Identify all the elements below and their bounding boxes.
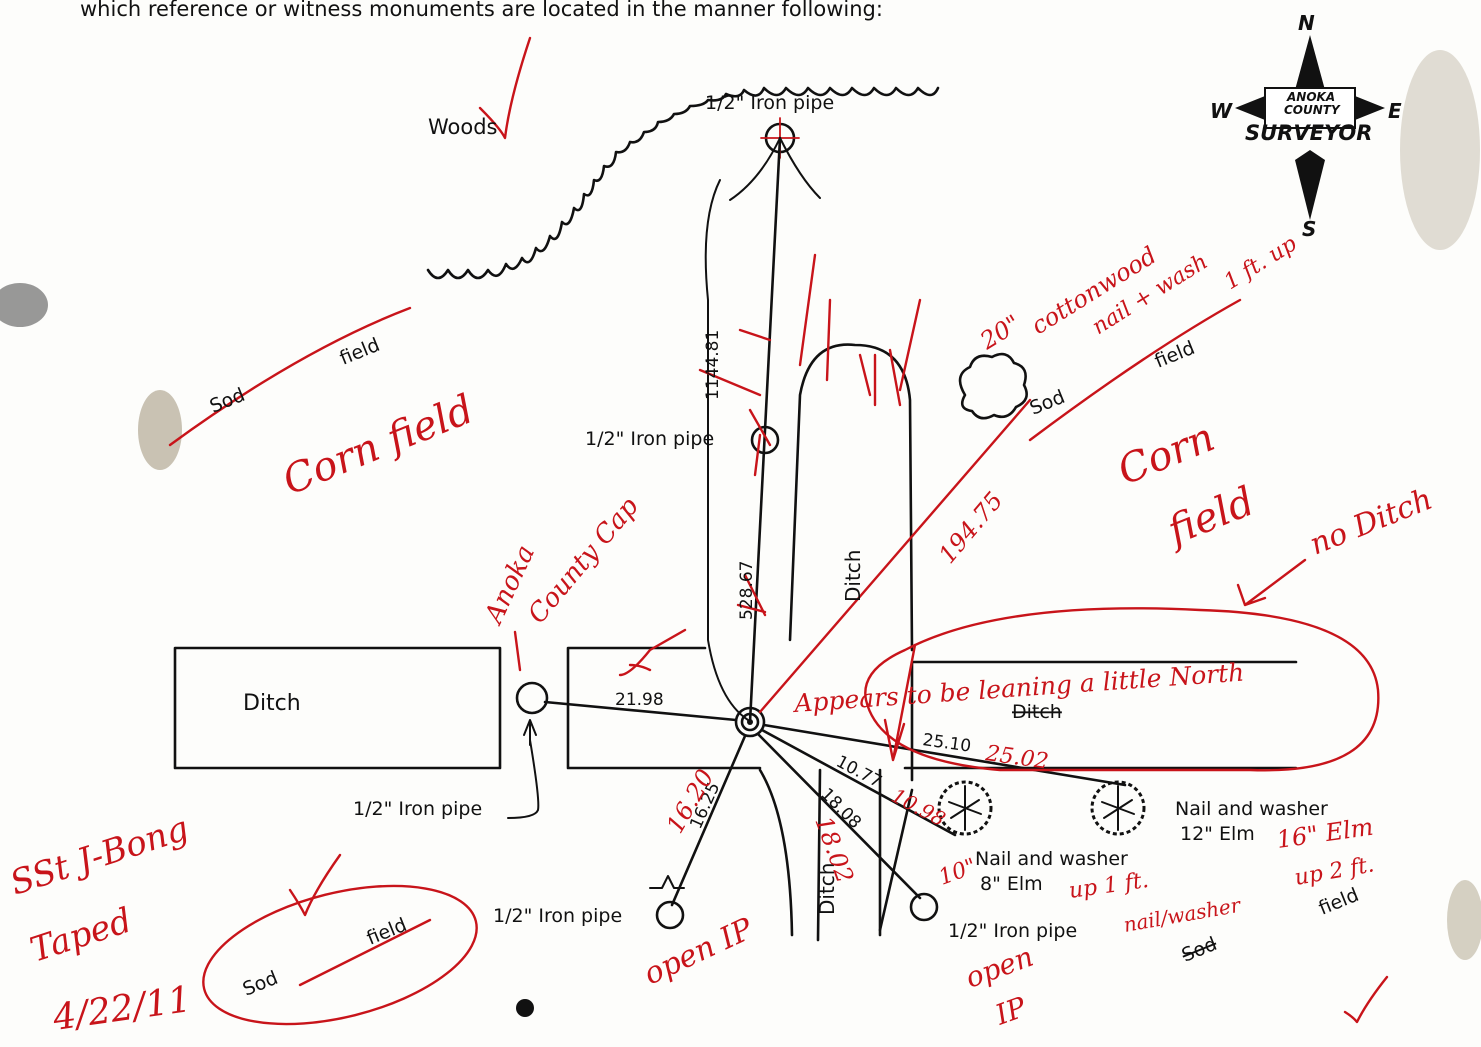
hw-open-ip-se-2: IP: [990, 990, 1031, 1032]
hw-corn-ne-1: Corn: [1112, 414, 1222, 494]
elm-tree-2-symbol: [1090, 780, 1146, 836]
cap-pointer: [507, 719, 540, 819]
red-verify-marks: [698, 253, 922, 617]
west-ditch-right: [566, 646, 762, 770]
compass-north: N: [1298, 11, 1315, 35]
hw-anoka-cap-2: County Cap: [522, 492, 645, 630]
red-check-sw: [288, 853, 342, 917]
label-sod-sw: Sod: [240, 967, 281, 1001]
tie-west: [543, 700, 738, 722]
dist-elm1: 10.77: [833, 752, 885, 793]
label-iron-pipe-mid: 1/2" Iron pipe: [585, 428, 714, 450]
dist-north: 528.67: [737, 561, 757, 620]
label-field-ne: field: [1152, 337, 1198, 373]
west-arc: [704, 179, 749, 721]
sw-field-ellipse: [202, 884, 478, 1026]
hw-date: 4/22/11: [50, 979, 194, 1039]
dist-west: 21.98: [615, 690, 664, 710]
south-ditch-lines: [758, 768, 882, 942]
iron-pipe-se-symbol: [909, 892, 939, 922]
logo-line-3: SURVEYOR: [1245, 121, 1372, 145]
hw-corn-field-nw: Corn field: [277, 386, 481, 504]
tie-ne: [758, 398, 1032, 714]
label-nail-washer-2: Nail and washer: [1175, 798, 1328, 820]
red-check-cap: [618, 628, 687, 677]
section-corner-monument: [734, 706, 766, 738]
label-elm-2: 12" Elm: [1180, 823, 1255, 845]
iron-pipe-sw-symbol: [655, 900, 685, 930]
hw-open-ip-sw: open IP: [639, 911, 760, 992]
compass-west: W: [1210, 99, 1233, 123]
label-ditch-east: Ditch: [1012, 701, 1062, 723]
woods-line: [426, 86, 940, 280]
smudge-marks: [0, 50, 1481, 1017]
logo-line-2: COUNTY: [1284, 103, 1341, 117]
tie-elm1: [760, 728, 957, 837]
label-sod-nw: Sod: [207, 384, 248, 418]
leaning-arrow: [883, 643, 917, 762]
compass-south: S: [1302, 217, 1316, 241]
compass-east: E: [1388, 99, 1402, 123]
tie-east: [762, 723, 1127, 787]
anoka-county-cap-symbol: [515, 681, 549, 715]
label-iron-pipe-se: 1/2" Iron pipe: [948, 920, 1077, 942]
label-iron-pipe-sw: 1/2" Iron pipe: [493, 905, 622, 927]
compass-rose: N S W E ANOKA COUNTY SURVEYOR: [1210, 11, 1402, 241]
north-line: [748, 136, 782, 724]
red-arrow-no-ditch: [1236, 558, 1307, 607]
iron-pipe-sw-flag: [649, 875, 685, 889]
hw-up-1ft: up 1 ft.: [1067, 868, 1150, 904]
label-field-se: field: [1316, 884, 1362, 920]
label-iron-pipe-west: 1/2" Iron pipe: [353, 798, 482, 820]
header-text: which reference or witness monuments are…: [80, 0, 883, 21]
label-sod-se: Sod: [1179, 933, 1220, 967]
hw-cottonwood-1: 20": [974, 309, 1025, 355]
cottonwood-tree-symbol: [958, 352, 1028, 420]
hw-up-2ft: up 2 ft.: [1293, 852, 1376, 891]
hw-one-ft-up: 1 ft. up: [1220, 231, 1301, 295]
red-line-sod-nw: [168, 306, 412, 447]
label-iron-pipe-top: 1/2" Iron pipe: [705, 92, 834, 114]
red-line-sod-ne: [1028, 298, 1242, 442]
label-woods: Woods: [428, 115, 498, 139]
label-field-nw: field: [337, 334, 383, 370]
red-check-se: [1343, 975, 1389, 1024]
west-ditch-box: [173, 646, 502, 770]
hw-no-ditch: no Ditch: [1305, 482, 1437, 563]
hw-crew: SSt J-Bong: [5, 808, 193, 903]
hw-open-ip-se-1: open: [961, 940, 1037, 995]
hw-corn-ne-2: field: [1159, 478, 1261, 555]
dist-north-long: 1144.81: [703, 330, 723, 400]
center-ditch-outline: [788, 343, 914, 652]
red-cap-pointer: [513, 630, 522, 672]
logo-line-1: ANOKA: [1286, 90, 1335, 104]
elm-tree-1-symbol: [937, 780, 993, 836]
hw-dist-elm1-new: 10.98: [888, 783, 950, 831]
hw-taped: Taped: [25, 900, 136, 970]
label-elm-1: 8" Elm: [980, 873, 1043, 895]
label-ditch-west: Ditch: [243, 691, 301, 716]
iron-pipe-mid-symbol: [750, 425, 780, 455]
east-field-ellipse: [864, 607, 1380, 772]
hw-nail-washer-se: nail/washer: [1122, 893, 1244, 937]
iron-pipe-top-symbol: [729, 117, 821, 201]
red-line-sod-sw: [298, 918, 432, 987]
hw-elm1-size: 10": [936, 854, 980, 891]
tie-sw: [670, 734, 747, 907]
red-check-top: [478, 36, 532, 140]
label-ditch-south: Ditch: [815, 863, 839, 915]
label-nail-washer-1: Nail and washer: [975, 848, 1128, 870]
label-sod-ne: Sod: [1027, 386, 1068, 420]
label-field-sw: field: [364, 914, 410, 950]
label-ditch-center: Ditch: [841, 550, 865, 602]
east-ditch-lines: [878, 660, 1298, 932]
